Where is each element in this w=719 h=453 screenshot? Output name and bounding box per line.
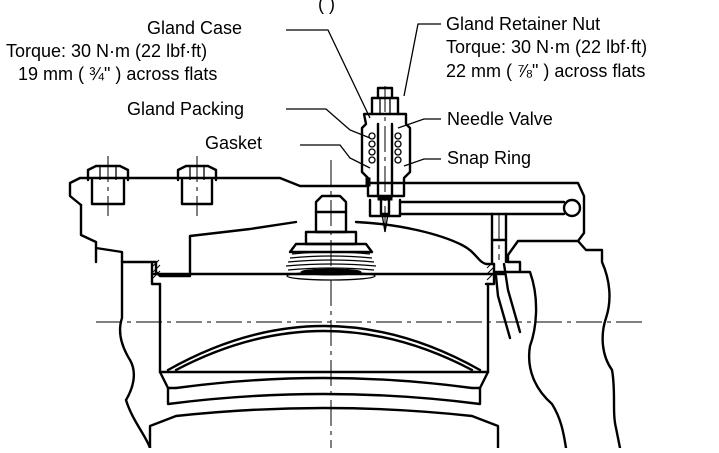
gland-retainer-nut	[376, 86, 394, 100]
cover-bolts	[86, 156, 218, 216]
gland-case-flats: 19 mm ( ¾" ) across flats	[18, 64, 217, 84]
cylinder-body	[148, 259, 506, 450]
side-passage	[398, 198, 582, 340]
passage-plug	[562, 198, 582, 218]
drain-pipe	[502, 262, 522, 334]
piston-crown	[166, 324, 482, 372]
gland-case-torque: Torque: 30 N·m (22 lbf·ft)	[6, 41, 207, 61]
gasket-label: Gasket	[205, 133, 262, 153]
outer-casting-left	[94, 246, 152, 450]
needle-valve-label: Needle Valve	[447, 109, 553, 129]
needle-valve-leader	[397, 118, 441, 129]
gland-retainer-nut-leader	[403, 23, 441, 97]
cover-inner-edge	[120, 220, 298, 278]
gland-packing-label: Gland Packing	[127, 99, 244, 119]
bolt-left	[86, 156, 130, 216]
gland-case	[360, 112, 412, 198]
gland-retainer-nut-torque: Torque: 30 N·m (22 lbf·ft)	[446, 37, 647, 57]
gasket	[365, 177, 371, 187]
snap-ring-label: Snap Ring	[447, 148, 531, 168]
cover-left-outline	[79, 203, 124, 264]
gland-packing-leader	[286, 108, 371, 139]
valve-spring	[285, 251, 377, 271]
gland-retainer-nut-flats: 22 mm ( ⅞" ) across flats	[446, 61, 645, 81]
gland-retainer-nut-label: Gland Retainer Nut	[446, 14, 600, 34]
snap-ring	[377, 195, 393, 201]
bolt-right	[176, 156, 218, 216]
gland-case-leader	[286, 29, 371, 119]
cover-dome	[354, 220, 496, 266]
gland-assembly	[360, 86, 412, 233]
gasket-leader	[300, 144, 371, 169]
needle-valve	[379, 194, 391, 216]
gland-case-label: Gland Case	[147, 18, 242, 38]
leader-lines	[286, 23, 441, 169]
cover-right-step	[492, 260, 522, 274]
outer-casting-right	[518, 239, 622, 450]
gland-packing	[368, 132, 402, 164]
top-caption-fragment: ( )	[318, 0, 335, 14]
